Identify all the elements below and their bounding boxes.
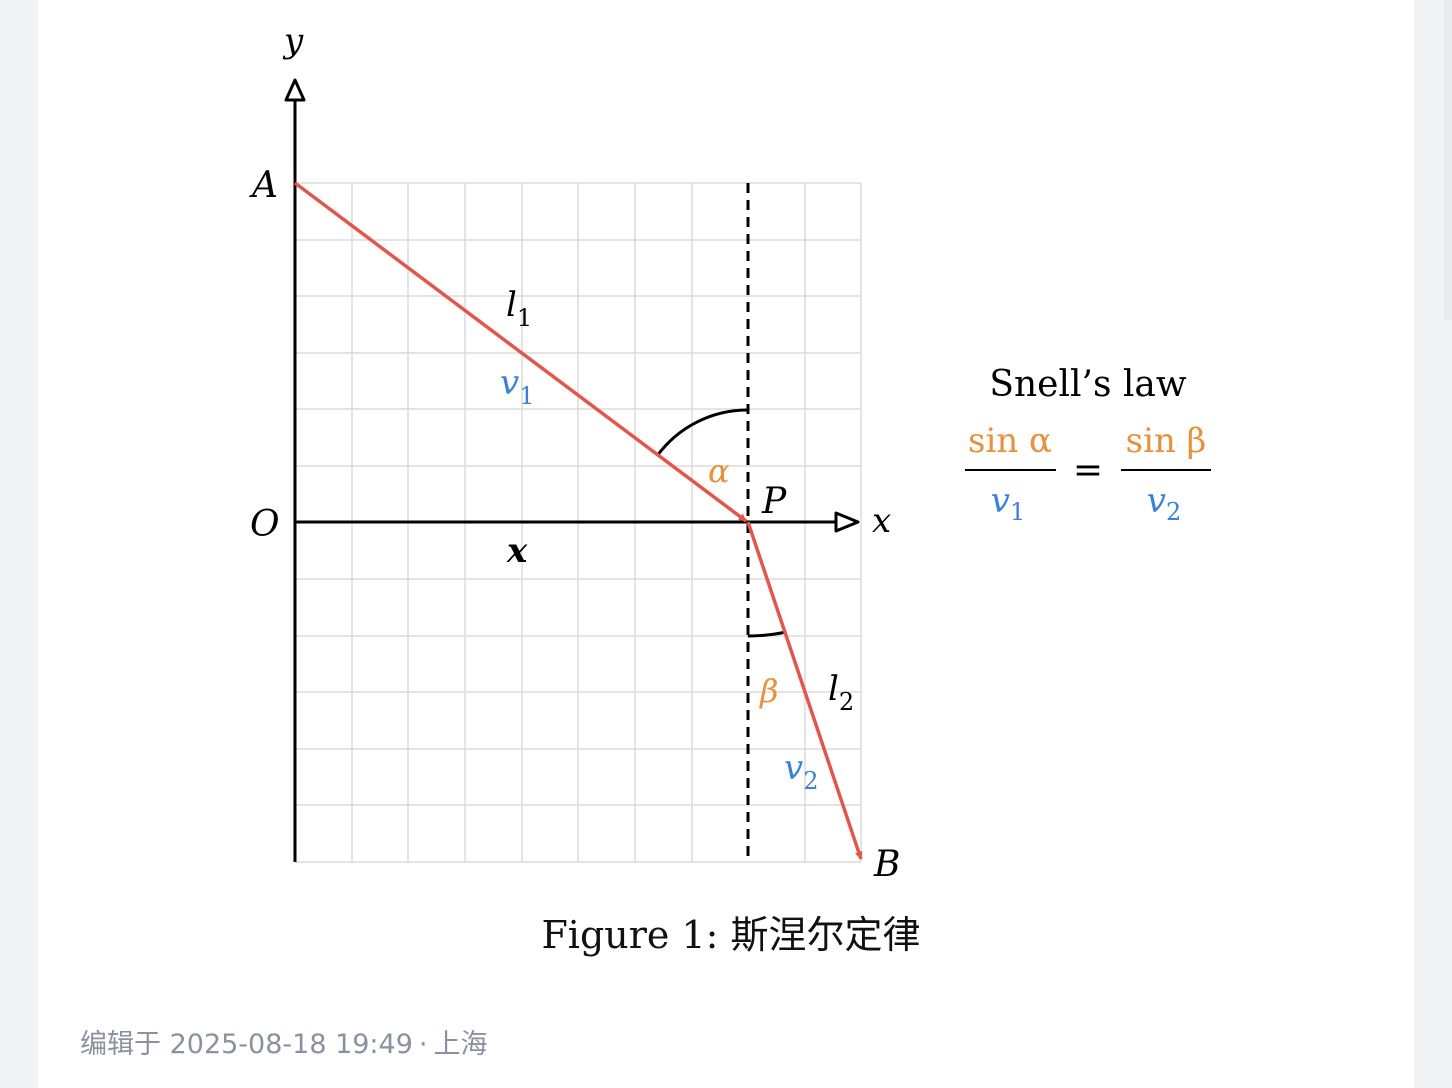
edited-timestamp: 编辑于 2025-08-18 19:49: [80, 1029, 413, 1060]
segment-l1-label: l1: [506, 285, 532, 332]
grid: [295, 182, 862, 863]
snell-law-figure: y x O A P B l1 l2 v1 v2 α β x Snell’s la…: [249, 21, 1211, 957]
segment-l2-label: l2: [828, 669, 854, 716]
formula-numerator-right: sin β: [1126, 421, 1207, 461]
footer-separator: ·: [418, 1029, 428, 1060]
formula-numerator-left: sin α: [968, 421, 1052, 461]
alpha-label: α: [708, 452, 730, 490]
point-a-label: A: [249, 165, 278, 206]
origin-label: O: [250, 504, 280, 545]
location-label: 上海: [433, 1029, 488, 1060]
y-axis-arrowhead: [284, 78, 306, 102]
snell-formula: Snell’s law sin α v1 = sin β v2: [965, 364, 1211, 526]
y-axis-label: y: [282, 21, 304, 61]
alpha-arc: [655, 408, 749, 457]
beta-label: β: [759, 672, 779, 710]
formula-denominator-left: v1: [991, 481, 1026, 526]
x-axis-label: x: [872, 501, 891, 541]
velocity-v1-label: v1: [500, 363, 535, 410]
point-b-label: B: [873, 844, 900, 885]
ray-l2: [746, 521, 863, 860]
distance-x-label: x: [506, 531, 528, 571]
content-card: [38, 0, 1414, 1088]
velocity-v2-label: v2: [784, 748, 819, 795]
formula-equals: =: [1073, 450, 1103, 491]
formula-title: Snell’s law: [989, 364, 1187, 405]
post-footer: 编辑于 2025-08-18 19:49·上海: [80, 1022, 487, 1061]
point-p-label: P: [761, 481, 787, 522]
x-axis-arrowhead: [834, 511, 860, 533]
formula-denominator-right: v2: [1147, 481, 1182, 526]
beta-arc: [747, 630, 787, 638]
ray-l1: [293, 181, 748, 523]
scroll-edge: [1444, 0, 1452, 320]
figure-caption: Figure 1: 斯涅尔定律: [541, 913, 920, 957]
